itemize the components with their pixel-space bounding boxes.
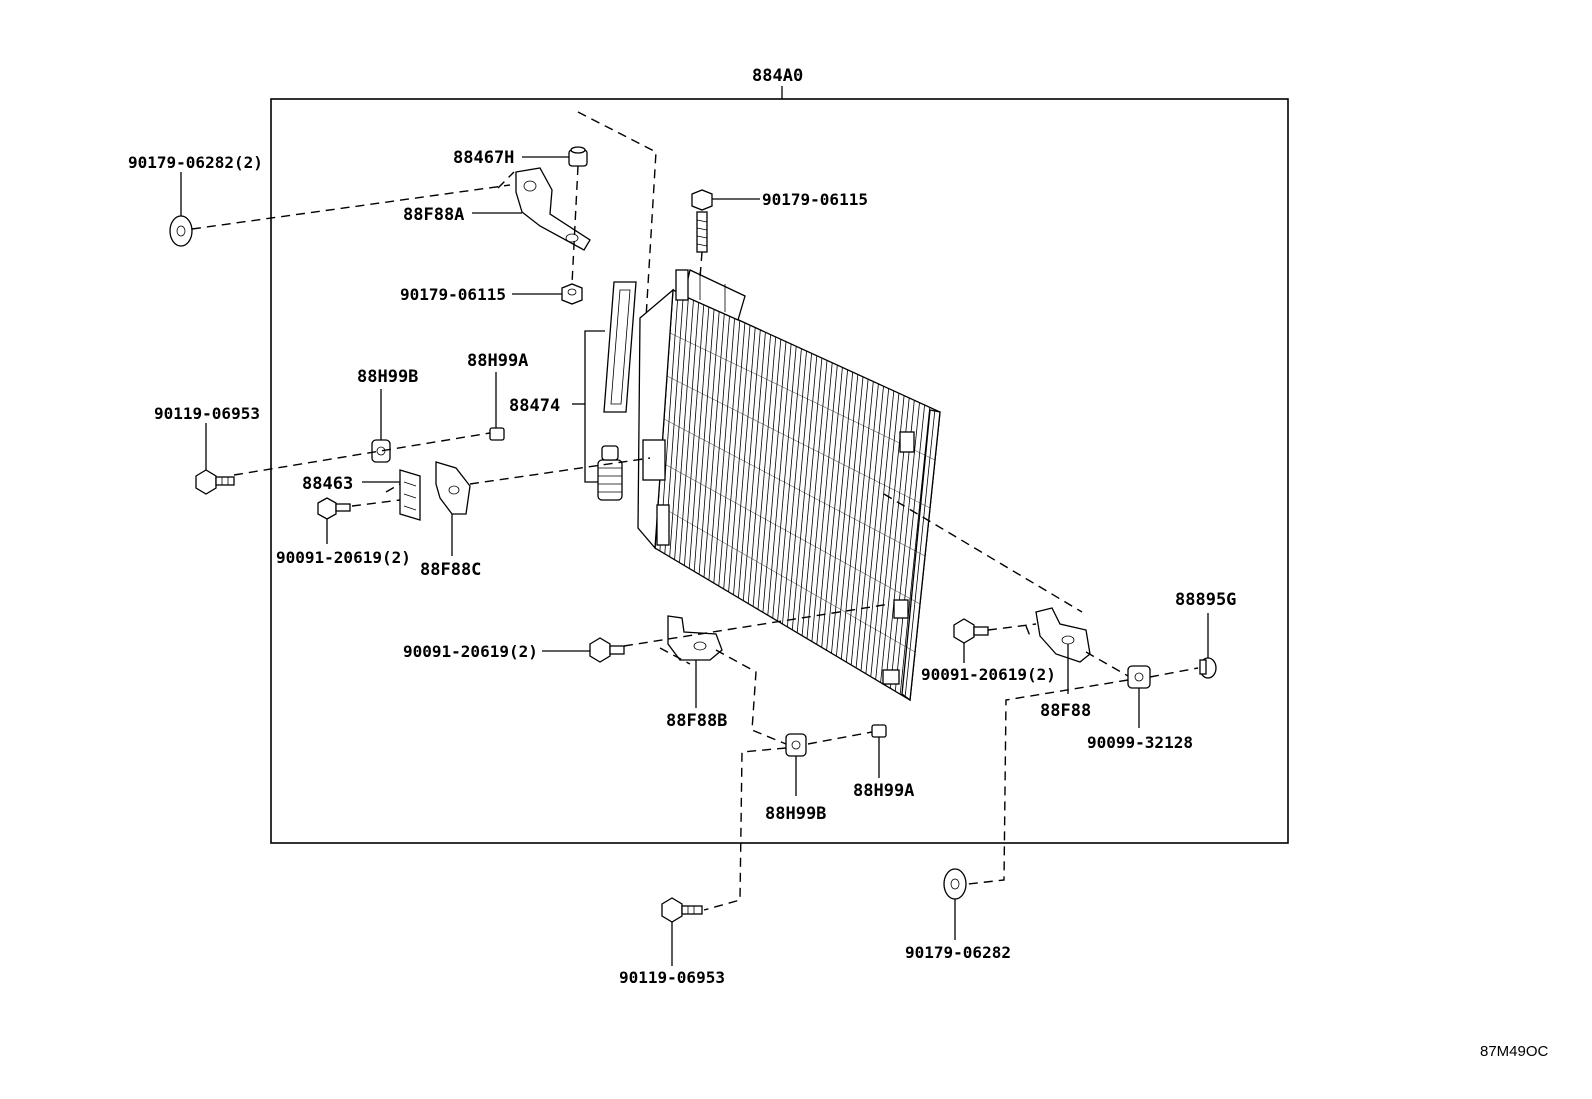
cushion-b-lower [785, 733, 807, 757]
bolt-lower-right [953, 618, 989, 644]
label-bolt-lower-right[interactable]: 90091-20619(2) [921, 665, 1056, 684]
label-bracket-right[interactable]: 88F88 [1040, 701, 1091, 721]
right-bracket [1035, 607, 1091, 663]
assembly-frame [270, 98, 1289, 844]
cushion-right [1127, 665, 1151, 689]
label-grommet-right[interactable]: 88895G [1175, 590, 1236, 610]
label-nut-upper-left[interactable]: 90179-06115 [400, 285, 506, 304]
assembly-dash-lines [191, 111, 1199, 911]
label-bolt-top-left[interactable]: 90179-06282(2) [128, 153, 263, 172]
label-washer-bottom[interactable]: 90179-06282 [905, 943, 1011, 962]
label-bolt-bottom[interactable]: 90119-06953 [619, 968, 725, 987]
seal-strip [603, 281, 637, 413]
grommet-right [1199, 657, 1217, 679]
bolt-bottom [661, 897, 703, 923]
label-bolt-left[interactable]: 90119-06953 [154, 404, 260, 423]
seal-spring [597, 445, 623, 501]
label-cushion-b-left[interactable]: 88H99B [357, 367, 418, 387]
label-bolt-lower-mid[interactable]: 90091-20619(2) [403, 642, 538, 661]
cushion-b-left [371, 439, 391, 463]
bolt-left [195, 469, 235, 495]
label-bracket-lower[interactable]: 88F88B [666, 711, 727, 731]
plate [399, 469, 421, 521]
label-nut-upper-right[interactable]: 90179-06115 [762, 190, 868, 209]
collar-a-lower [871, 724, 887, 738]
bolt-lower-mid [589, 637, 625, 663]
nut-upper-right [691, 189, 713, 253]
bolt-small-left [317, 497, 351, 520]
upper-bracket [515, 167, 591, 251]
label-bracket-upper[interactable]: 88F88A [403, 205, 464, 225]
label-plate[interactable]: 88463 [302, 474, 353, 494]
grommet-top [568, 146, 588, 167]
condenser-core [637, 269, 941, 702]
label-bracket-top[interactable]: 88467H [453, 148, 514, 168]
washer-top-left [169, 215, 193, 247]
label-assembly[interactable]: 884A0 [752, 66, 803, 86]
nut-upper-left [561, 283, 583, 305]
collar-a-left [489, 427, 505, 441]
condenser-fins [657, 292, 936, 698]
label-bracket-left[interactable]: 88F88C [420, 560, 481, 580]
washer-bottom [943, 868, 967, 900]
label-cushion-b-lower[interactable]: 88H99B [765, 804, 826, 824]
label-collar-a-lower[interactable]: 88H99A [853, 781, 914, 801]
label-cushion-right[interactable]: 90099-32128 [1087, 733, 1193, 752]
lower-bracket [667, 615, 723, 661]
label-collar-a-left[interactable]: 88H99A [467, 351, 528, 371]
left-bracket [435, 461, 471, 515]
label-bolt-small-left[interactable]: 90091-20619(2) [276, 548, 411, 567]
figure-code: 87M49OC [1480, 1043, 1549, 1060]
label-seal[interactable]: 88474 [509, 396, 560, 416]
